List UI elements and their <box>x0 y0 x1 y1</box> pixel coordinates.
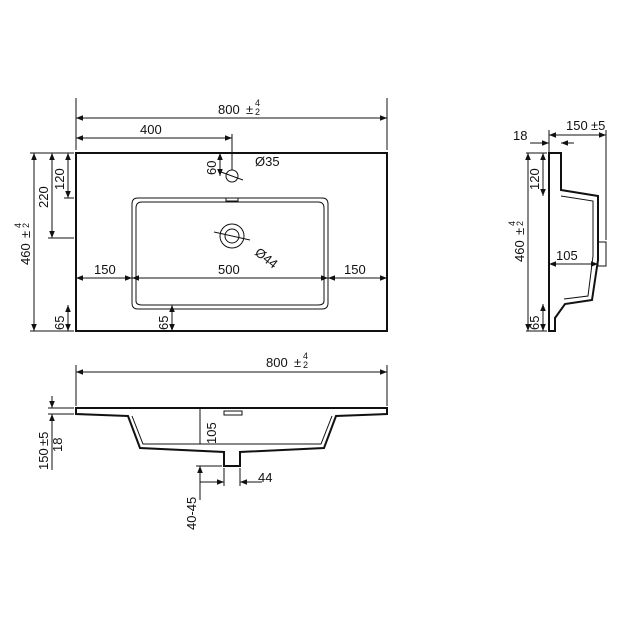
front-section: 800 ± 4 2 150 ±5 18 105 44 40-45 <box>36 351 388 530</box>
drain-outer <box>219 223 245 249</box>
top-view: 800 ± 4 2 400 60 Ø35 Ø44 460 ± 4 2 220 1… <box>13 98 388 332</box>
svg-text:2: 2 <box>21 223 31 228</box>
dim-400-label: 400 <box>140 122 162 137</box>
svg-text:500: 500 <box>218 262 240 277</box>
svg-text:44: 44 <box>258 470 272 485</box>
side-view: 150 ±5 18 460 ± 4 2 120 105 65 <box>507 118 607 332</box>
dim-800-label: 800 <box>218 102 240 117</box>
svg-text:150: 150 <box>344 262 366 277</box>
svg-text:65: 65 <box>527 316 542 330</box>
basin-outline <box>75 152 388 332</box>
bowl-outer <box>131 197 329 310</box>
dim-tap-diameter: Ø35 <box>255 154 280 169</box>
svg-text:4: 4 <box>13 223 23 228</box>
svg-text:18: 18 <box>513 128 527 143</box>
svg-text:±: ± <box>246 102 253 117</box>
svg-text:18: 18 <box>50 438 65 452</box>
drain-inner <box>224 228 240 244</box>
svg-text:105: 105 <box>556 248 578 263</box>
overflow-slot <box>225 197 239 202</box>
tol-upper: 4 <box>255 98 260 108</box>
svg-text:220: 220 <box>36 186 51 208</box>
svg-text:±5: ±5 <box>36 432 51 446</box>
svg-text:150: 150 <box>36 448 51 470</box>
svg-text:120: 120 <box>527 168 542 190</box>
svg-text:150: 150 <box>566 118 588 133</box>
tap-centerline <box>220 171 244 181</box>
svg-text:65: 65 <box>52 316 67 330</box>
svg-text:40-45: 40-45 <box>184 497 199 530</box>
svg-text:±: ± <box>294 355 301 370</box>
side-profile <box>548 152 599 332</box>
tol-lower: 2 <box>255 107 260 117</box>
svg-text:±: ± <box>512 228 527 235</box>
svg-text:±: ± <box>18 231 33 238</box>
section-profile <box>75 407 388 467</box>
svg-text:120: 120 <box>52 168 67 190</box>
dim-460-label: 460 <box>18 243 33 265</box>
drain-centerline <box>213 231 251 241</box>
dim-drain-diameter: Ø44 <box>252 245 281 272</box>
svg-text:4: 4 <box>507 221 517 226</box>
svg-text:2: 2 <box>515 221 525 226</box>
svg-text:105: 105 <box>204 422 219 444</box>
dim-60-label: 60 <box>204 161 219 175</box>
svg-text:65: 65 <box>156 316 171 330</box>
svg-text:150: 150 <box>94 262 116 277</box>
svg-text:±5: ±5 <box>591 118 605 133</box>
bowl-inner <box>135 201 325 306</box>
svg-text:800: 800 <box>266 355 288 370</box>
svg-text:460: 460 <box>512 240 527 262</box>
side-waste <box>597 241 607 267</box>
section-overflow <box>223 410 243 416</box>
svg-text:4: 4 <box>303 351 308 361</box>
svg-text:2: 2 <box>303 360 308 370</box>
